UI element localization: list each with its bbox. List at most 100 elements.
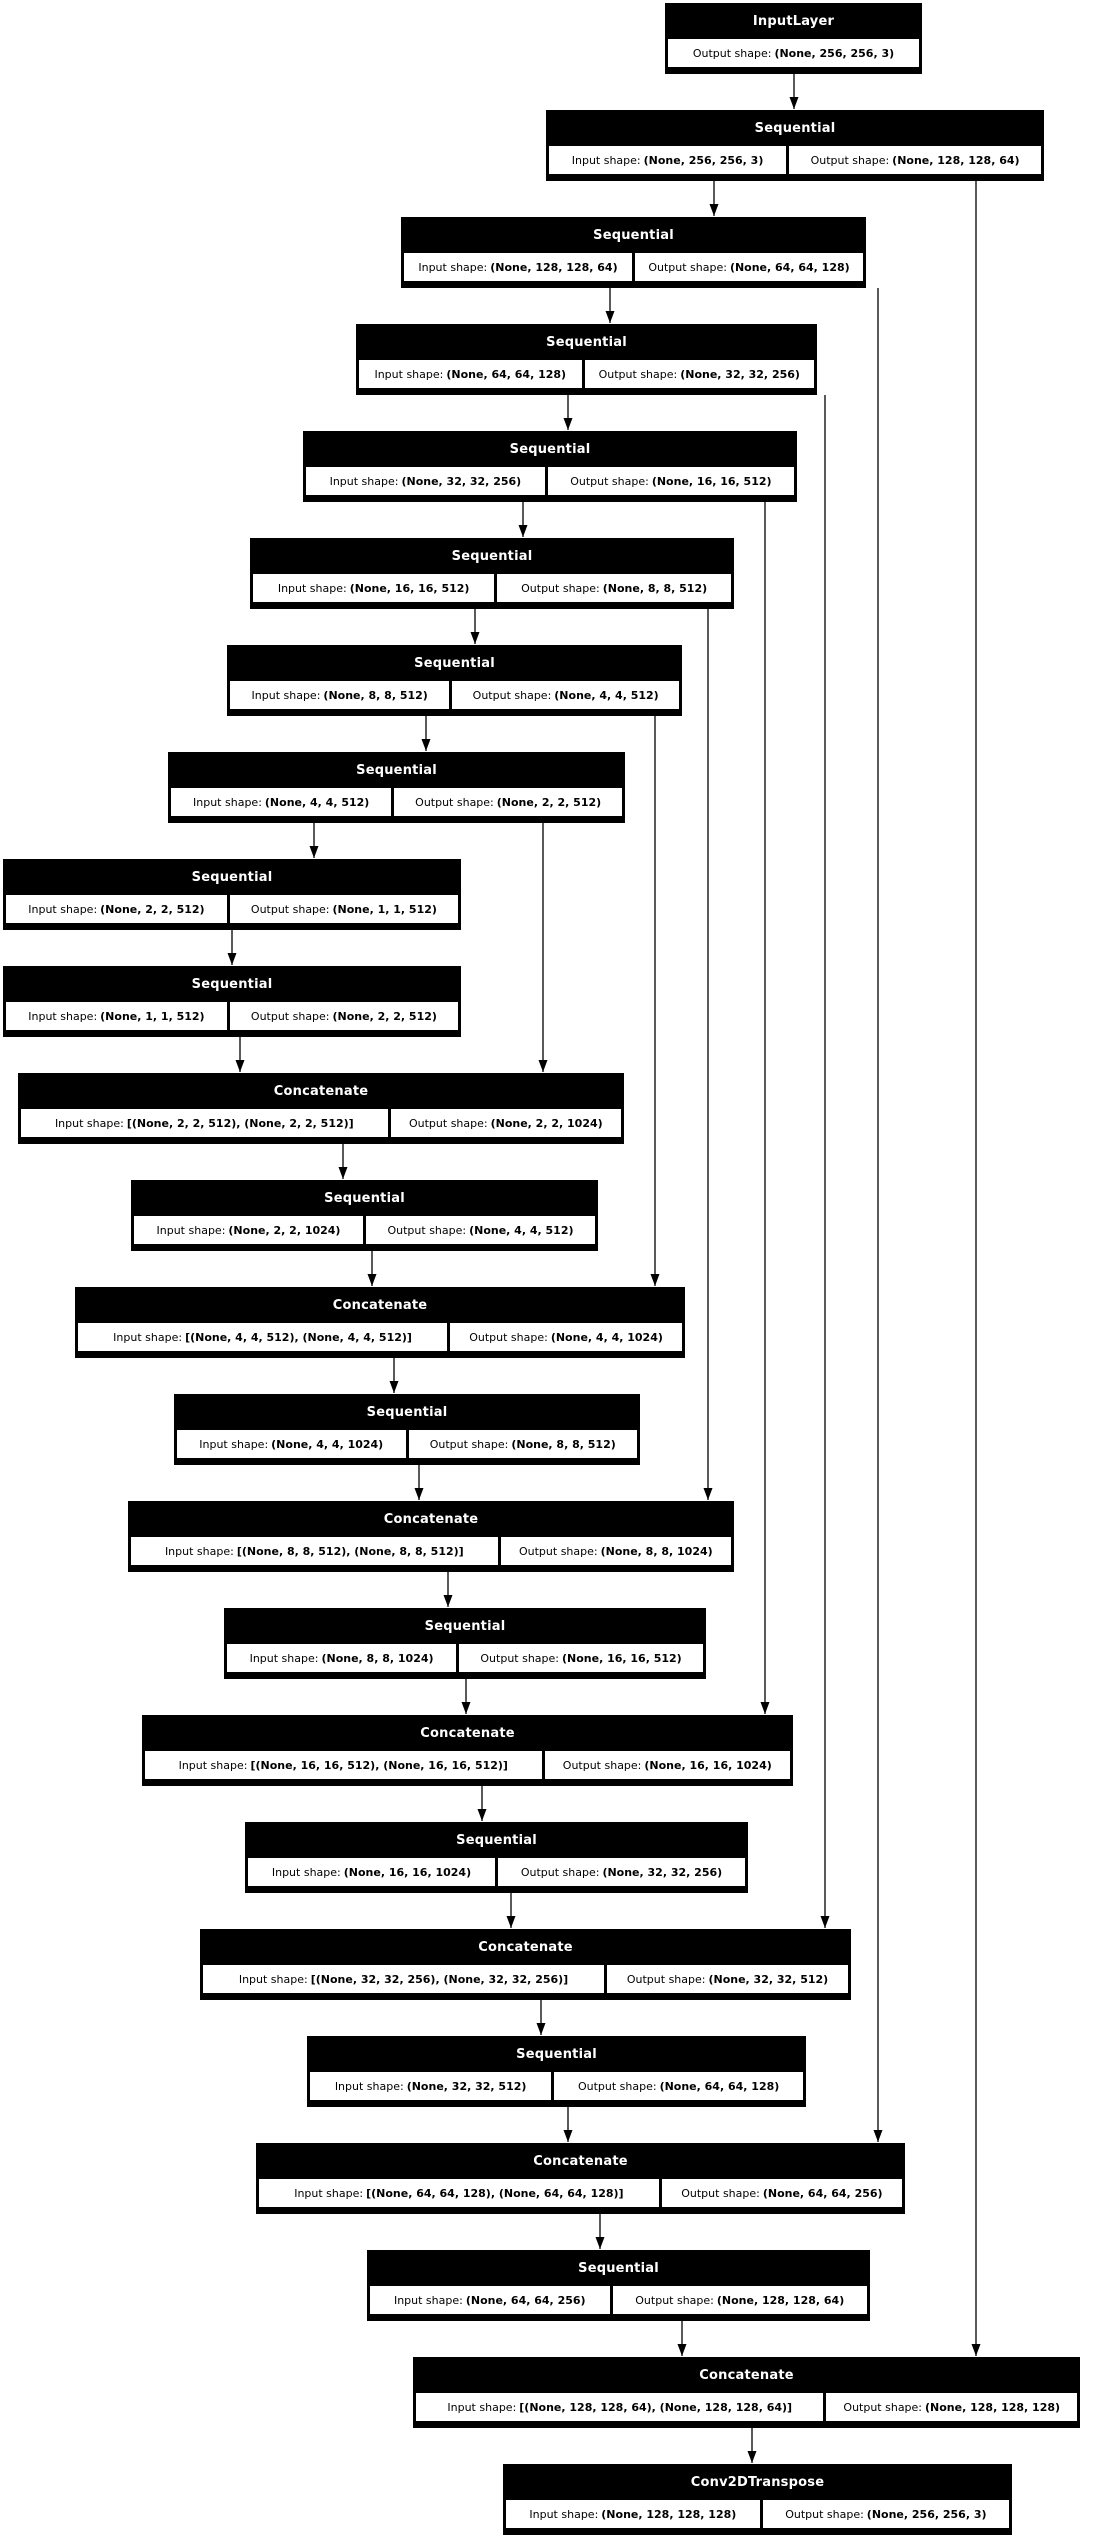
node-shape-row: Input shape:(None, 128, 128, 128) Output …	[506, 2500, 1009, 2528]
output-shape-value: (None, 8, 8, 512)	[602, 581, 708, 595]
input-shape-label: Input shape:	[271, 1865, 341, 1879]
output-shape-label: Output shape:	[387, 1223, 467, 1237]
node-shape-row: Input shape:(None, 8, 8, 1024) Output sha…	[227, 1644, 703, 1672]
input-shape-cell: Input shape:(None, 8, 8, 512)	[230, 681, 450, 709]
output-shape-value: (None, 16, 16, 512)	[651, 474, 772, 488]
node-shape-row: Input shape:(None, 2, 2, 1024)Output sha…	[134, 1216, 595, 1244]
output-shape-label: Output shape:	[810, 153, 890, 167]
input-shape-value: (None, 64, 64, 256)	[465, 2293, 586, 2307]
input-shape-cell: Input shape:(None, 32, 32, 512)	[310, 2072, 552, 2100]
input-shape-cell: Input shape:[(None, 8, 8, 512), (None, 8…	[131, 1537, 498, 1565]
node-title: Concatenate	[383, 1511, 479, 1527]
output-shape-cell: Output shape:(None, 4, 4, 512)	[366, 1216, 595, 1244]
node-shape-row: Input shape:(None, 4, 4, 1024)Output sha…	[177, 1430, 637, 1458]
output-shape-value: (None, 16, 16, 512)	[562, 1651, 682, 1665]
output-shape-value: (None, 16, 16, 1024)	[644, 1758, 772, 1772]
output-shape-label: Output shape:	[480, 1651, 559, 1665]
node-shape-row: Input shape:(None, 32, 32, 256)Output sh…	[306, 467, 794, 495]
input-shape-value: (None, 32, 32, 256)	[401, 474, 522, 488]
output-shape-value: (None, 64, 64, 256)	[762, 2186, 883, 2200]
output-shape-cell: Output shape:(None, 4, 4, 512)	[452, 681, 679, 709]
output-shape-label: Output shape:	[415, 795, 494, 809]
input-shape-cell: Input shape:(None, 64, 64, 128)	[359, 360, 582, 388]
output-shape-value: (None, 128, 128, 64)	[892, 153, 1020, 167]
input-shape-value: [(None, 64, 64, 128), (None, 64, 64, 128…	[366, 2186, 624, 2200]
node-title: Sequential	[191, 976, 273, 992]
output-shape-cell: Output shape:(None, 128, 128, 128)	[826, 2393, 1077, 2421]
output-shape-cell: Output shape:(None, 32, 32, 512)	[607, 1965, 848, 1993]
output-shape-cell: Output shape:(None, 128, 128, 64)	[789, 146, 1041, 174]
output-shape-cell: Output shape:(None, 4, 4, 1024)	[450, 1323, 682, 1351]
input-shape-cell: Input shape:(None, 4, 4, 1024)	[177, 1430, 406, 1458]
input-shape-label: Input shape:	[54, 1116, 124, 1130]
input-shape-label: Input shape:	[329, 474, 399, 488]
input-shape-value: (None, 128, 128, 64)	[490, 260, 618, 274]
input-shape-value: [(None, 2, 2, 512), (None, 2, 2, 512)]	[126, 1116, 354, 1130]
node-title: Concatenate	[273, 1083, 369, 1099]
node-shape-row: Input shape:(None, 32, 32, 512)Output sh…	[310, 2072, 803, 2100]
node-title: Sequential	[414, 655, 495, 671]
input-shape-value: (None, 256, 256, 3)	[643, 153, 764, 167]
output-shape-cell: Output shape:(None, 32, 32, 256)	[498, 1858, 745, 1886]
node-title: Sequential	[356, 762, 437, 778]
input-shape-label: Input shape:	[571, 153, 641, 167]
output-shape-label: Output shape:	[518, 1544, 598, 1558]
output-shape-cell: Output shape:(None, 64, 64, 128)	[554, 2072, 803, 2100]
node-shape-row: Input shape:[(None, 8, 8, 512), (None, 8…	[131, 1537, 731, 1565]
output-shape-label: Output shape:	[692, 46, 772, 60]
output-shape-cell: Output shape:(None, 32, 32, 256)	[584, 360, 814, 388]
output-shape-value: (None, 32, 32, 256)	[680, 367, 800, 381]
node-title: InputLayer	[752, 13, 835, 29]
output-shape-value: (None, 64, 64, 128)	[729, 260, 850, 274]
input-shape-label: Input shape:	[199, 1437, 269, 1451]
input-shape-cell: Input shape:(None, 16, 16, 1024)	[248, 1858, 495, 1886]
input-shape-label: Input shape:	[28, 1009, 98, 1023]
input-shape-value: (None, 8, 8, 1024)	[321, 1651, 434, 1665]
node-shape-row: Output shape:(None, 256, 256, 3)	[668, 39, 919, 67]
input-shape-cell: Input shape:(None, 128, 128, 128)	[506, 2500, 760, 2528]
input-shape-label: Input shape:	[164, 1544, 234, 1558]
node-shape-row: Input shape:(None, 2, 2, 512)Output shap…	[6, 895, 458, 923]
output-shape-label: Output shape:	[562, 1758, 642, 1772]
input-shape-cell: Input shape:(None, 128, 128, 64)	[404, 253, 632, 281]
input-shape-label: Input shape:	[418, 260, 488, 274]
input-shape-value: [(None, 128, 128, 64), (None, 128, 128, …	[519, 2400, 793, 2414]
output-shape-value: (None, 1, 1, 512)	[332, 902, 437, 916]
output-shape-cell: Output shape:(None, 2, 2, 1024)	[390, 1109, 621, 1137]
input-shape-value: (None, 32, 32, 512)	[406, 2079, 527, 2093]
input-shape-value: (None, 16, 16, 512)	[349, 581, 470, 595]
node-title: Sequential	[451, 548, 533, 564]
node-title: Concatenate	[478, 1939, 573, 1955]
input-shape-label: Input shape:	[249, 1651, 319, 1665]
node-title: Sequential	[509, 441, 591, 457]
output-shape-value: (None, 256, 256, 3)	[866, 2507, 987, 2521]
input-shape-value: (None, 128, 128, 128)	[601, 2507, 737, 2521]
output-shape-label: Output shape:	[577, 2079, 657, 2093]
input-shape-label: Input shape:	[238, 1972, 308, 1986]
output-shape-label: Output shape:	[785, 2507, 864, 2521]
node-shape-row: Input shape:(None, 1, 1, 512)Output shap…	[6, 1002, 458, 1030]
output-shape-cell: Output shape:(None, 16, 16, 1024)	[544, 1751, 790, 1779]
input-shape-value: [(None, 8, 8, 512), (None, 8, 8, 512)]	[236, 1544, 464, 1558]
input-shape-cell: Input shape:[(None, 16, 16, 512), (None,…	[145, 1751, 542, 1779]
node-title: Sequential	[424, 1618, 506, 1634]
input-shape-cell: Input shape:(None, 2, 2, 1024)	[134, 1216, 363, 1244]
input-shape-label: Input shape:	[277, 581, 347, 595]
node-shape-row: Input shape:[(None, 4, 4, 512), (None, 4…	[78, 1323, 682, 1351]
input-shape-label: Input shape:	[113, 1330, 183, 1344]
input-shape-value: [(None, 32, 32, 256), (None, 32, 32, 256…	[310, 1972, 569, 1986]
node-title: Sequential	[366, 1404, 448, 1420]
input-shape-label: Input shape:	[447, 2400, 517, 2414]
node-shape-row: Input shape:(None, 64, 64, 256)Output sh…	[370, 2286, 867, 2314]
